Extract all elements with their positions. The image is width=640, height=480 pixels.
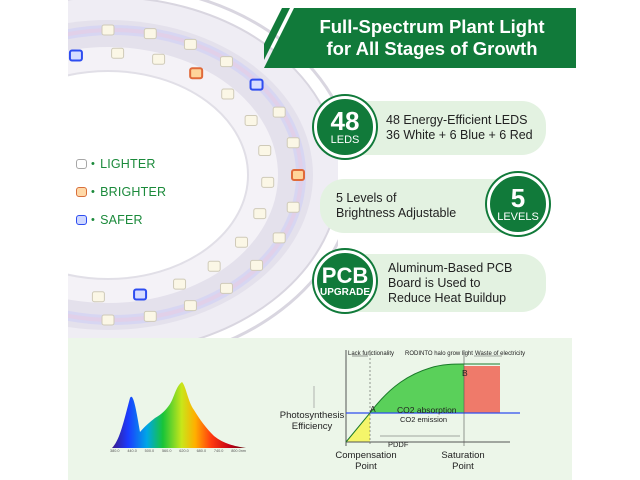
white-led-chip <box>143 28 157 40</box>
white-led-chip <box>286 137 300 149</box>
point-a-label: A <box>370 404 376 414</box>
white-led-chip <box>101 24 115 36</box>
spectrum-tick: 620.0 <box>179 449 189 453</box>
white-led-chip <box>258 145 272 157</box>
bullet-icon: • <box>91 214 96 226</box>
pcb-description: Aluminum-Based PCB Board is Used to Redu… <box>388 261 512 306</box>
compensation-title: Compensation Point <box>335 450 397 472</box>
leds-line1: 48 Energy-Efficient LEDS <box>386 113 528 127</box>
pcb-badge-text: PCB <box>321 262 369 288</box>
legend-item-safer: • SAFER <box>76 206 166 234</box>
white-led-chip <box>183 38 197 50</box>
efficiency-curve <box>345 363 500 443</box>
white-led-chip <box>272 232 286 244</box>
spectrum-area <box>112 382 246 448</box>
white-led-chip <box>111 47 125 59</box>
spectrum-tick: 500.0 <box>144 449 155 453</box>
legend-label: SAFER <box>100 213 143 227</box>
white-led-chip <box>221 88 235 100</box>
white-led-icon <box>76 159 87 169</box>
levels-badge-label: LEVELS <box>497 211 539 223</box>
photosynthesis-efficiency-label: Photosynthesis Efficiency <box>274 410 350 432</box>
banner-shape <box>264 8 576 68</box>
white-led-chip <box>207 260 221 272</box>
leds-badge-label: LEDS <box>330 134 360 146</box>
blue-led-chip <box>133 288 148 301</box>
spectrum-tick: 560.0 <box>161 449 172 453</box>
pcb-badge-label: UPGRADE <box>319 286 370 298</box>
leds-badge-number: 48 <box>330 106 360 136</box>
red-led-chip <box>291 169 305 181</box>
spectrum-tick: 680.0 <box>196 449 207 453</box>
pcb-line1: Aluminum-Based PCB <box>388 261 513 275</box>
photosynthesis-curve-diagram <box>313 350 520 446</box>
waste-label: Waste of electricity <box>475 351 526 357</box>
white-led-chip <box>101 314 115 326</box>
waste-zone <box>464 366 500 413</box>
levels-line2: Brightness Adjustable <box>336 206 457 220</box>
white-led-chip <box>235 236 249 248</box>
led-chips <box>68 24 305 326</box>
white-led-chip <box>286 201 300 213</box>
legend-item-brighter: • BRIGHTER <box>76 178 166 206</box>
leds-line2: 36 White + 6 Blue + 6 Red <box>386 128 533 142</box>
y-axis-title: Photosynthesis Efficiency <box>279 410 345 432</box>
white-led-chip <box>250 259 264 271</box>
white-led-chip <box>152 53 166 65</box>
bullet-icon: • <box>91 186 96 198</box>
bullet-icon: • <box>91 158 96 170</box>
spectrum-ticks: 380.0 440.0 500.0 560.0 620.0 680.0 740.… <box>110 449 246 453</box>
blue-led-chip <box>249 78 264 91</box>
white-led-chip <box>244 114 258 126</box>
banner-title-line1: Full-Spectrum Plant Light <box>319 16 545 37</box>
point-b-label: B <box>462 368 468 378</box>
banner-title: Full-Spectrum Plant Light for All Stages… <box>264 8 576 68</box>
red-led-icon <box>76 187 87 197</box>
levels-description: 5 Levels of Brightness Adjustable <box>336 191 456 221</box>
white-led-chip <box>219 56 233 68</box>
spectrum-tick: 440.0 <box>127 449 137 453</box>
white-led-chip <box>91 291 105 303</box>
rodinto-label: RODINTO halo grow light <box>405 351 473 357</box>
legend-label: BRIGHTER <box>100 185 167 199</box>
saturation-point-label: Saturation Point <box>432 450 494 472</box>
red-led-chip <box>189 67 204 80</box>
white-led-chip <box>261 176 275 188</box>
header-banner: Full-Spectrum Plant Light for All Stages… <box>264 8 576 68</box>
levels-line1: 5 Levels of <box>336 191 397 205</box>
spectrum-tick: 380.0 <box>110 449 120 453</box>
co2-absorption-label: CO2 absorption <box>397 405 457 415</box>
blue-led-chip <box>68 49 83 62</box>
pcb-line3: Reduce Heat Buildup <box>388 291 507 305</box>
spectrum-tick: 740.0 <box>213 449 224 453</box>
levels-badge-number: 5 <box>510 183 526 213</box>
ring-light-illustration <box>68 0 338 345</box>
pcb-badge: PCB UPGRADE <box>314 250 376 312</box>
white-led-chip <box>253 208 267 220</box>
feature-legend: • LIGHTER • BRIGHTER • SAFER <box>76 150 166 234</box>
pcb-line2: Board is Used to <box>388 276 481 290</box>
optimal-zone <box>370 364 464 413</box>
white-led-chip <box>272 106 286 118</box>
leds-description: 48 Energy-Efficient LEDS 36 White + 6 Bl… <box>386 113 533 143</box>
banner-title-line2: for All Stages of Growth <box>326 38 538 59</box>
legend-item-lighter: • LIGHTER <box>76 150 166 178</box>
saturation-title: Saturation Point <box>441 450 485 472</box>
blue-led-icon <box>76 215 87 225</box>
compensation-point-label: Compensation Point <box>334 450 398 472</box>
white-led-chip <box>173 278 187 290</box>
lack-functionality-label: Lack functionality <box>348 351 395 357</box>
white-led-chip <box>143 310 157 322</box>
legend-label: LIGHTER <box>100 157 156 171</box>
spectrum-tick: 800.0nm <box>231 449 246 453</box>
white-led-chip <box>183 300 197 312</box>
levels-badge: 5 LEVELS <box>487 173 549 235</box>
white-led-chip <box>219 282 233 294</box>
pddf-label: PDDF <box>388 440 409 449</box>
co2-emission-label: CO2 emission <box>400 415 448 424</box>
ring-light-photo <box>68 0 338 345</box>
light-spectrum-graph <box>112 382 246 448</box>
leds-badge: 48 LEDS <box>314 96 376 158</box>
